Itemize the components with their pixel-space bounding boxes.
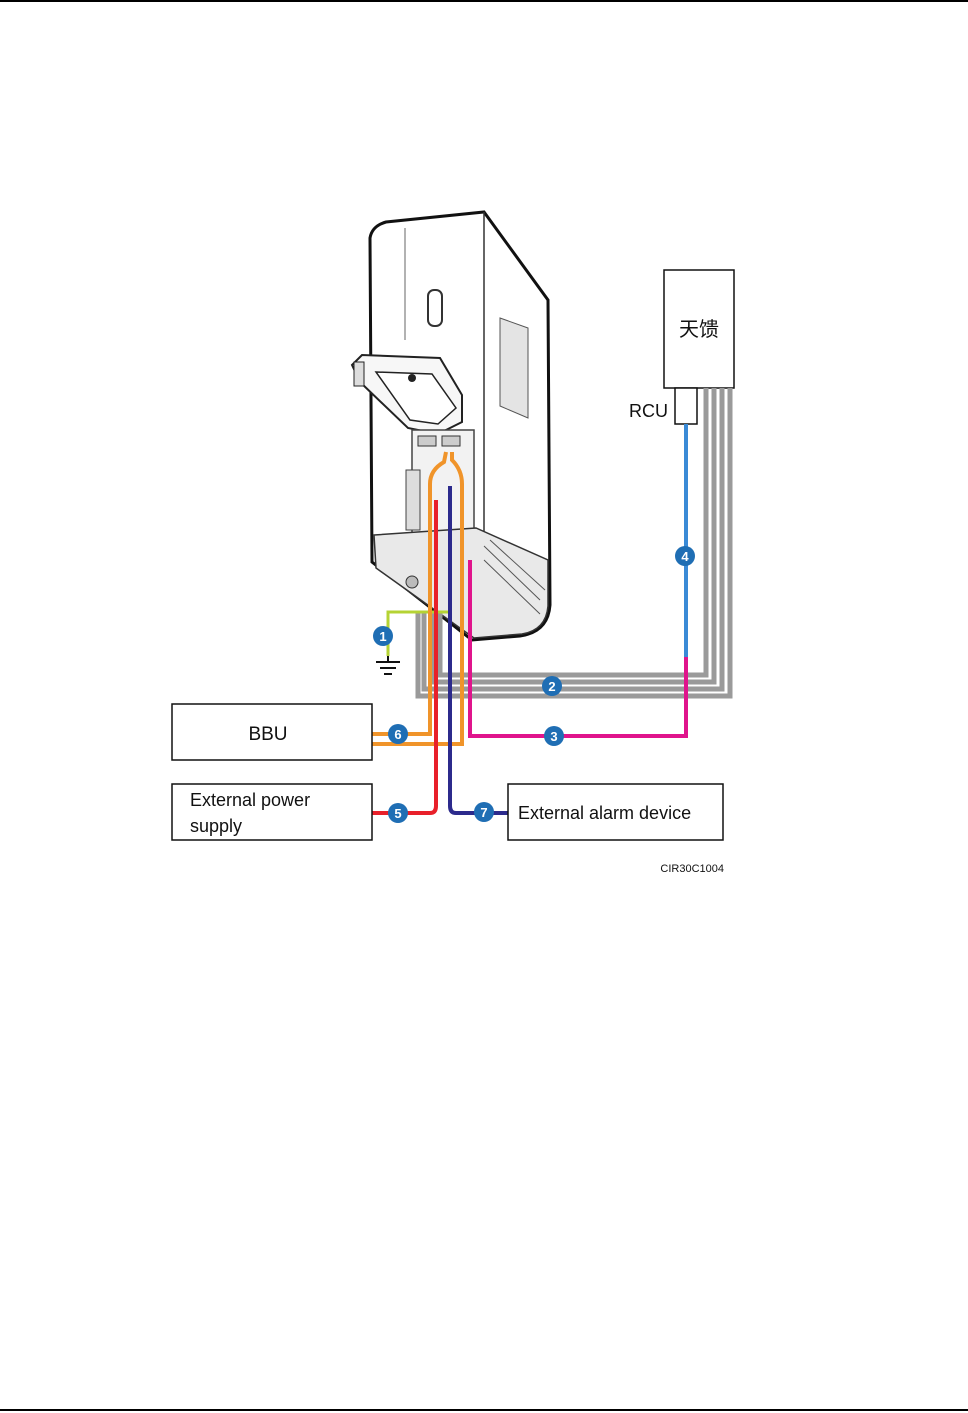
svg-text:1: 1 [379, 629, 386, 644]
callout-1: 1 [373, 626, 393, 646]
svg-text:2: 2 [548, 679, 555, 694]
callout-5: 5 [388, 803, 408, 823]
ground-symbol [376, 656, 400, 674]
callout-7: 7 [474, 802, 494, 822]
alarm-label: External alarm device [518, 803, 691, 823]
callout-6: 6 [388, 724, 408, 744]
svg-text:3: 3 [550, 729, 557, 744]
rcu-label: RCU [629, 401, 668, 421]
power-label-line2: supply [190, 816, 242, 836]
bbu-label: BBU [248, 724, 287, 745]
callout-4: 4 [675, 546, 695, 566]
svg-text:5: 5 [394, 806, 401, 821]
power-label-line1: External power [190, 790, 310, 810]
callout-3: 3 [544, 726, 564, 746]
figure-id: CIR30C1004 [660, 863, 724, 875]
antenna-label: 天馈 [679, 318, 719, 341]
svg-text:4: 4 [681, 549, 689, 564]
svg-text:6: 6 [394, 727, 401, 742]
bottom-rule [0, 1409, 968, 1411]
svg-text:7: 7 [480, 805, 487, 820]
callout-2: 2 [542, 676, 562, 696]
